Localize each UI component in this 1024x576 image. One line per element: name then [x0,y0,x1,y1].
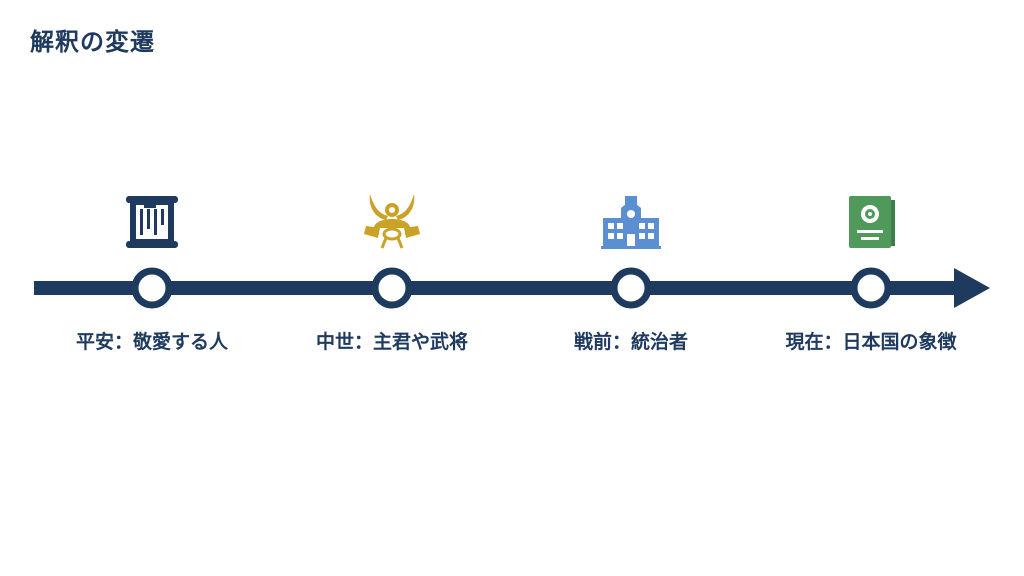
passport-book-icon [839,190,903,254]
event-label-heian: 平安：敬愛する人 [75,331,228,353]
timeline-node-senzen [610,267,652,309]
slide-title: 解釈の変遷 [30,28,155,56]
timeline-node-genzai [850,267,892,309]
event-label-senzen: 戦前：統治者 [573,331,688,353]
event-label-genzai: 現在：日本国の象徴 [785,331,957,353]
timeline-node-heian [131,267,173,309]
samurai-helmet-icon [360,188,424,252]
scroll-icon [120,190,184,254]
timeline-arrowhead [954,268,990,308]
event-label-chusei: 中世：主君や武将 [315,331,468,353]
government-building-icon [599,190,663,254]
timeline-node-chusei [371,267,413,309]
